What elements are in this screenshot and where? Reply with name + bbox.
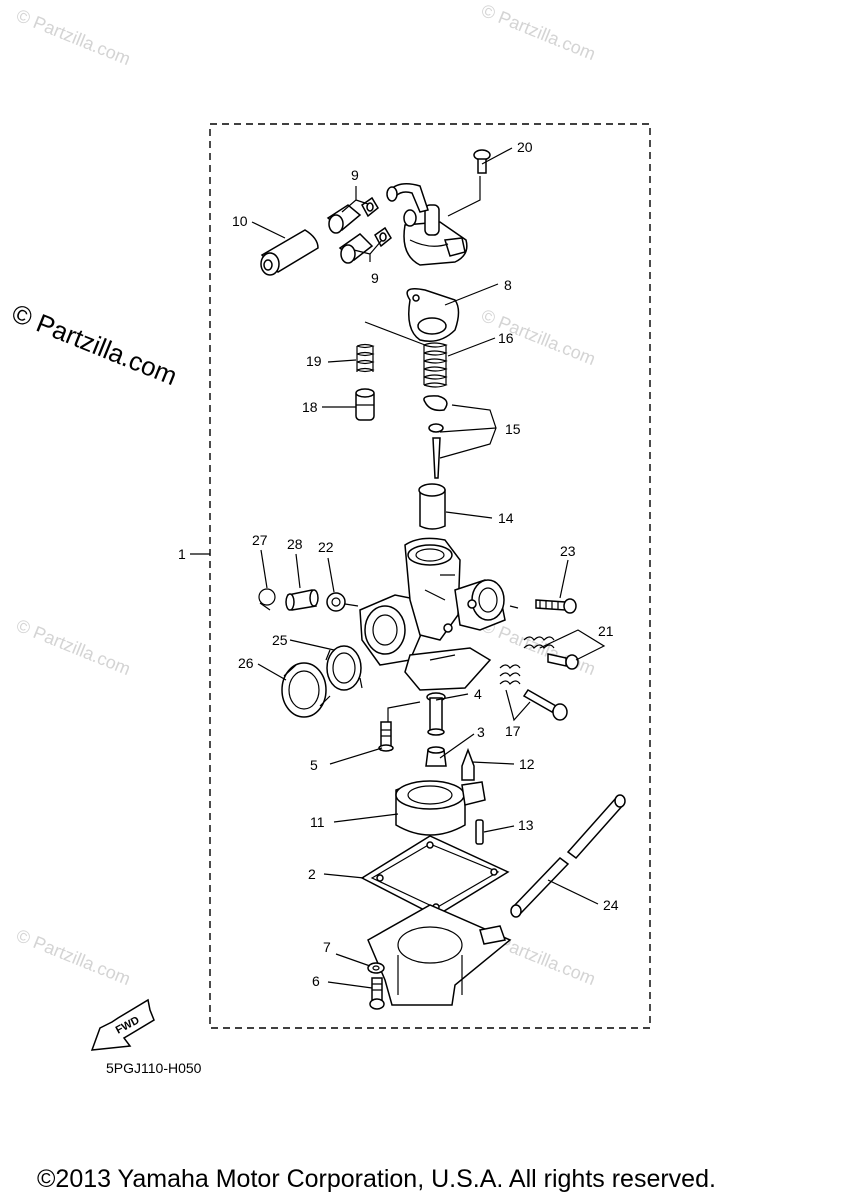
callout-24: 24 — [603, 897, 619, 913]
callout-27: 27 — [252, 532, 268, 548]
callout-23: 23 — [560, 543, 576, 559]
part-9-adjuster-lower — [338, 226, 392, 264]
part-21-spring-screw — [523, 636, 579, 670]
callout-22: 22 — [318, 539, 334, 555]
part-15-needle-clip — [423, 395, 448, 479]
part-18-pilot-screw — [355, 388, 375, 421]
callout-20: 20 — [517, 139, 533, 155]
part-20-screw — [473, 149, 491, 174]
callout-6: 6 — [312, 973, 320, 989]
callout-5: 5 — [310, 757, 318, 773]
part-14-throttle-valve — [418, 483, 446, 530]
callout-25: 25 — [272, 632, 288, 648]
watermark-text: © Partzilla.com — [14, 615, 134, 679]
callout-1: 1 — [178, 546, 186, 562]
part-16-spring — [423, 342, 448, 388]
watermark-text: © Partzilla.com — [479, 615, 599, 679]
diagram-code: 5PGJ110-H050 — [106, 1060, 202, 1076]
part-2-gasket — [360, 835, 510, 917]
callout-7: 7 — [323, 939, 331, 955]
leader-lines — [190, 147, 606, 989]
watermark-text: © Partzilla.com — [14, 925, 134, 989]
part-28-sleeve — [285, 589, 319, 611]
callout-3: 3 — [477, 724, 485, 740]
part-23-screw — [535, 598, 577, 614]
callout-2: 2 — [308, 866, 316, 882]
callout-13: 13 — [518, 817, 534, 833]
callout-19: 19 — [306, 353, 322, 369]
callout-14: 14 — [498, 510, 514, 526]
callout-10: 10 — [232, 213, 248, 229]
part-8-plate — [406, 288, 460, 342]
part-24-hose — [510, 794, 626, 918]
part-top-cover — [386, 183, 468, 266]
part-25-ring — [325, 645, 363, 691]
callout-26: 26 — [238, 655, 254, 671]
watermark-text: © Partzilla.com — [14, 5, 134, 69]
callout-15: 15 — [505, 421, 521, 437]
callout-17: 17 — [505, 723, 521, 739]
callout-16: 16 — [498, 330, 514, 346]
part-10-cap — [260, 229, 319, 276]
part-11-float — [395, 780, 486, 836]
part-7-washer — [367, 962, 385, 974]
part-22-nut — [326, 592, 346, 612]
callout-12: 12 — [519, 756, 535, 772]
part-12-float-valve — [461, 747, 475, 781]
fwd-arrow-icon: FWD — [90, 998, 155, 1051]
part-9-adjuster-upper — [326, 196, 379, 234]
part-5-pilot-jet — [378, 721, 394, 752]
part-13-pin — [475, 819, 484, 845]
part-1-carburetor-body — [359, 537, 506, 691]
part-4-needle-jet — [426, 692, 446, 736]
copyright-text: ©2013 Yamaha Motor Corporation, U.S.A. A… — [37, 1165, 716, 1193]
part-6-drain-screw — [369, 977, 385, 1010]
part-3-main-jet — [425, 746, 447, 767]
callout-18: 18 — [302, 399, 318, 415]
callout-8: 8 — [504, 277, 512, 293]
callout-9-lower: 9 — [371, 270, 379, 286]
callout-11: 11 — [310, 814, 325, 830]
callout-4: 4 — [474, 686, 482, 702]
watermark-text: © Partzilla.com — [479, 0, 599, 64]
assembly-border — [209, 123, 651, 1029]
part-float-bowl — [367, 904, 512, 1006]
callout-labels: 20 9 10 9 8 16 19 18 15 14 1 27 28 22 23… — [178, 139, 619, 989]
watermark-main: © Partzilla.com — [8, 298, 182, 391]
part-26-rubber-joint — [281, 662, 331, 718]
part-17-spring-screw — [499, 664, 568, 721]
part-27-clip — [258, 588, 276, 611]
callout-21: 21 — [598, 623, 614, 639]
callout-28: 28 — [287, 536, 303, 552]
callout-9-upper: 9 — [351, 167, 359, 183]
part-19-spring — [356, 343, 375, 373]
watermark-text: © Partzilla.com — [479, 305, 599, 369]
